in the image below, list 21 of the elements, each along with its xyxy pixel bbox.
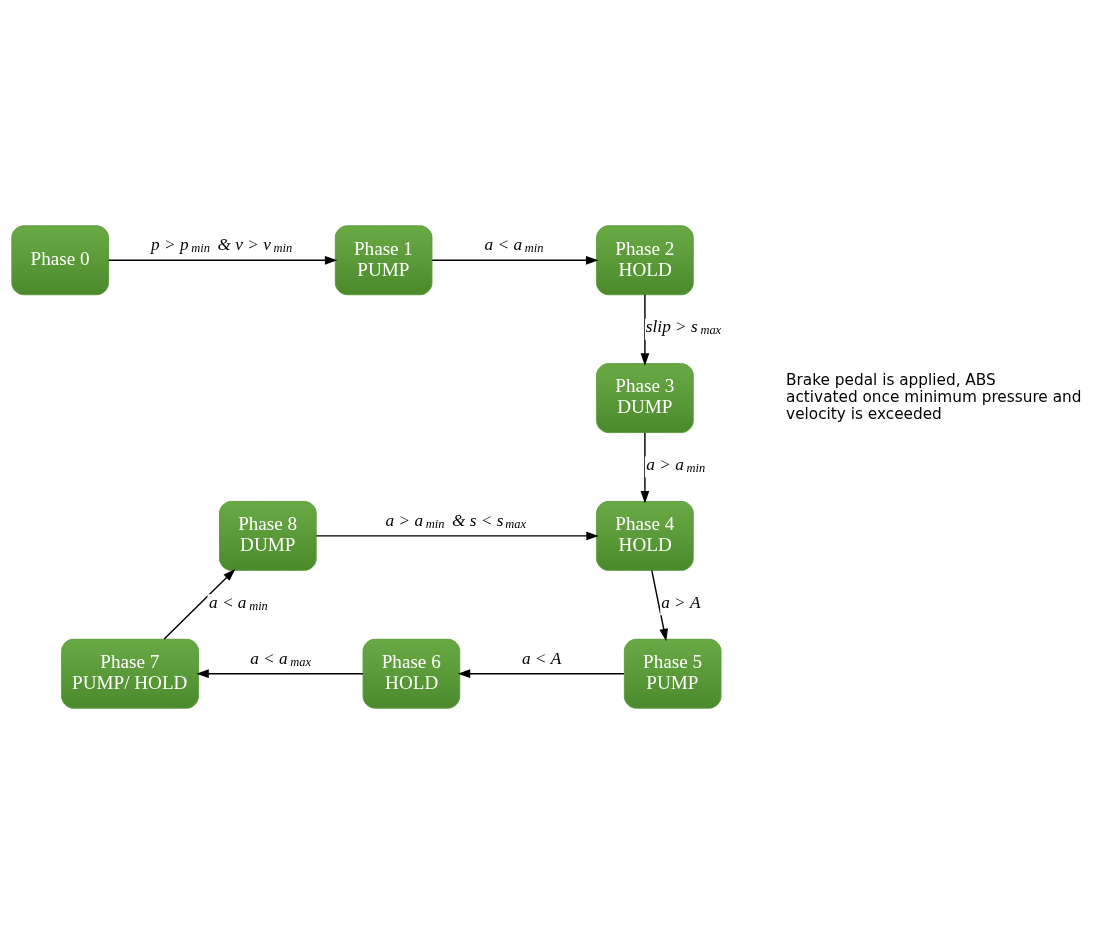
label: Brake pedal is applied, ABS activated once minimum pressure and velocity is exceeded [786, 370, 1082, 423]
node-box: Phase 8 DUMP [219, 500, 317, 571]
arrow [107, 255, 338, 265]
arrow [640, 431, 650, 503]
arrow [457, 668, 625, 678]
arrow [196, 668, 364, 678]
arrow [651, 569, 668, 641]
node-box: Phase 6 HOLD [362, 638, 461, 709]
node-box: Phase 5 PUMP [623, 638, 722, 709]
arrow [163, 568, 236, 640]
node-box: Phase 4 HOLD [596, 500, 694, 571]
edge-label: a < A [521, 648, 562, 668]
node-box: Phase 0 [11, 224, 109, 295]
arrow [315, 531, 599, 540]
node-box: Phase 1 PUMP [334, 224, 433, 295]
node-box: Phase 2 HOLD [596, 224, 694, 295]
node-box: Phase 7 PUMP/ HOLD [61, 638, 199, 709]
node-box: Phase 3 DUMP [596, 362, 694, 433]
arrow [640, 293, 650, 366]
arrow [431, 255, 599, 265]
edge-label: a > A [661, 592, 701, 612]
